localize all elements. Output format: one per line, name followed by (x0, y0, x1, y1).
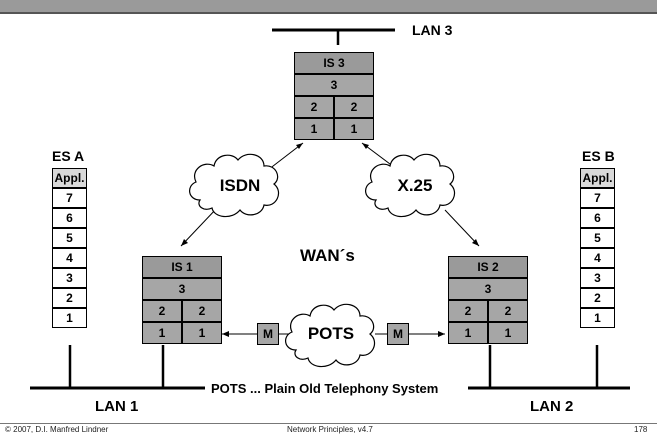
arrowhead (296, 143, 303, 149)
es-b-layer: 7 (580, 188, 615, 208)
x25-is2-link (444, 209, 480, 247)
es-b-layer: 5 (580, 228, 615, 248)
footer-copyright: © 2007, D.I. Manfred Lindner (5, 425, 109, 434)
es-a-layer: 4 (52, 248, 87, 268)
modem-right: M (387, 323, 409, 345)
es-a-layer: 6 (52, 208, 87, 228)
footer-course: Network Principles, v4.7 (287, 425, 373, 434)
footer-divider (0, 423, 657, 424)
es-b-layer: 2 (580, 288, 615, 308)
es-a-layer: 2 (52, 288, 87, 308)
is3-layer2: 2 (334, 96, 374, 118)
is2-layer2: 2 (448, 300, 488, 322)
lan1-label: LAN 1 (95, 398, 139, 415)
lan3-label: LAN 3 (412, 22, 453, 38)
es-b-layer: 3 (580, 268, 615, 288)
isdn-is1-link (180, 207, 218, 247)
is1-layer1: 1 (182, 322, 222, 344)
is2-title: IS 2 (448, 256, 528, 278)
is1-layer2: 2 (142, 300, 182, 322)
es-a-title: ES A (52, 148, 85, 164)
is3-layer3: 3 (294, 74, 374, 96)
is3-layer2: 2 (294, 96, 334, 118)
pots-label: POTS (307, 324, 355, 343)
es-b-layer: 4 (580, 248, 615, 268)
isdn-label: ISDN (219, 176, 261, 195)
arrowhead (181, 239, 188, 246)
lan2-label: LAN 2 (530, 398, 574, 415)
x25-cloud (365, 153, 455, 218)
is2-layer1: 1 (488, 322, 528, 344)
es-b-layer: Appl. (580, 168, 615, 188)
es-b-layer: 1 (580, 308, 615, 328)
is2-layer1: 1 (448, 322, 488, 344)
is1-layer2: 2 (182, 300, 222, 322)
is3-layer1: 1 (294, 118, 334, 140)
isdn-cloud (189, 153, 279, 218)
is3-title: IS 3 (294, 52, 374, 74)
es-a-layer: 5 (52, 228, 87, 248)
arrowhead (438, 331, 445, 337)
arrowhead (472, 239, 479, 246)
is2-layer2: 2 (488, 300, 528, 322)
is3-layer1: 1 (334, 118, 374, 140)
is1-title: IS 1 (142, 256, 222, 278)
arrowhead (222, 331, 229, 337)
pots-caption: POTS ... Plain Old Telephony System (208, 381, 442, 396)
is2-layer3: 3 (448, 278, 528, 300)
is1-layer1: 1 (142, 322, 182, 344)
x25-label: X.25 (397, 176, 433, 195)
is1-layer3: 3 (142, 278, 222, 300)
es-b-layer: 6 (580, 208, 615, 228)
wans-label: WAN´s (300, 246, 355, 265)
pots-cloud (285, 303, 375, 368)
footer-page: 178 (634, 425, 648, 434)
top-bar (0, 0, 657, 14)
es-a-layer: 7 (52, 188, 87, 208)
es-a-layer: 3 (52, 268, 87, 288)
es-a-layer: 1 (52, 308, 87, 328)
es-b-title: ES B (582, 148, 615, 164)
arrowhead (362, 143, 369, 149)
es-a-layer: Appl. (52, 168, 87, 188)
modem-left: M (257, 323, 279, 345)
